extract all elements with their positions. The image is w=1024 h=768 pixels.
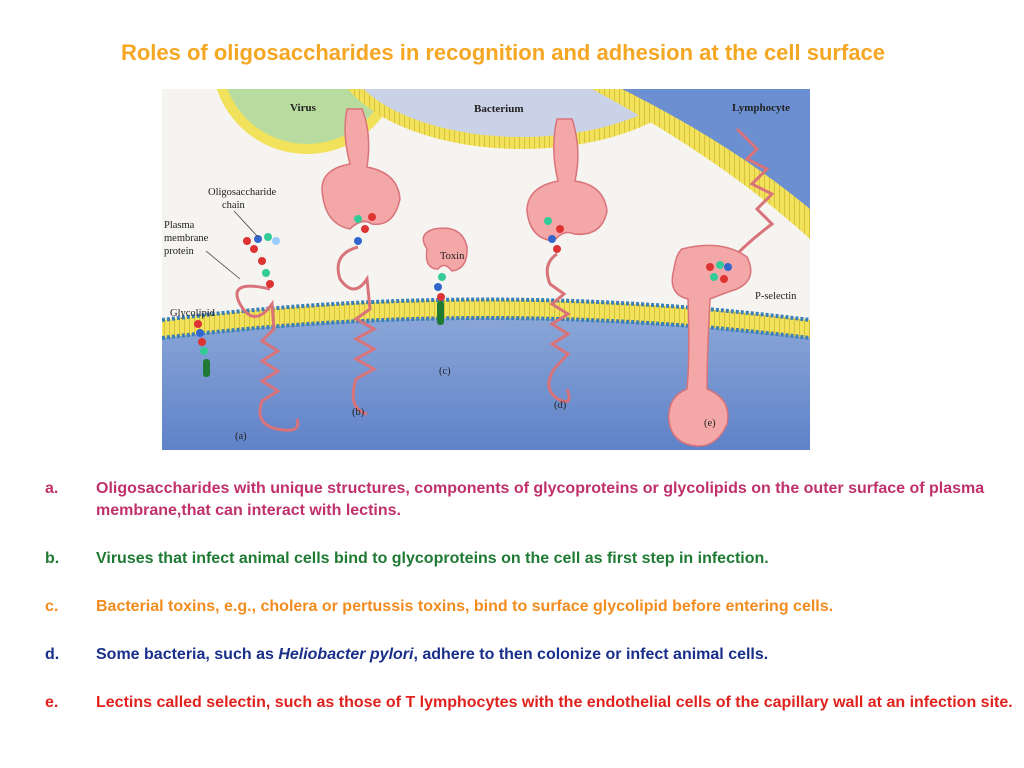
cell-surface-illustration: Virus Bacterium Lymphocyte Oligosacchari… [162,89,810,450]
host-cell [162,297,810,450]
label-panel-d: (d) [554,400,567,411]
label-plasma-membrane-protein-line3: protein [164,246,194,257]
membrane-protein-a [235,233,300,432]
label-panel-a: (a) [235,431,247,442]
leader-membrane-protein [205,250,241,280]
p-selectin-e [668,127,775,447]
list-item-b-text: Viruses that infect animal cells bind to… [96,550,769,567]
list-item-e-text: Lectins called selectin, such as those o… [96,694,1013,711]
label-plasma-membrane-protein-line1: Plasma [164,220,195,231]
leader-oligosaccharide [233,210,259,238]
glycolipid [194,320,210,377]
list-item-c: c. Bacterial toxins, e.g., cholera or pe… [0,596,1024,618]
list-item-d-letter: d. [45,646,60,663]
explanation-list: a. Oligosaccharides with unique structur… [0,478,1024,740]
virus-receptor-b [321,108,401,416]
list-item-a-letter: a. [45,480,59,497]
list-item-c-text: Bacterial toxins, e.g., cholera or pertu… [96,598,834,615]
list-item-e-letter: e. [45,694,59,711]
label-panel-e: (e) [704,418,716,429]
bacterium-cell [347,89,697,149]
label-bacterium: Bacterium [474,103,523,115]
label-panel-b: (b) [352,407,365,418]
list-item-d-species-name: Heliobacter pylori [278,646,414,663]
toxin-c [422,227,468,325]
list-item-d-text: Some bacteria, such as Heliobacter pylor… [96,644,1016,666]
list-item-d-text-after: , adhere to then colonize or infect anim… [413,646,769,663]
list-item-d-text-before: Some bacteria, such as [96,646,279,663]
label-glycolipid: Glycolipid [170,308,216,319]
label-toxin: Toxin [440,251,465,262]
lymphocyte-cell [592,89,810,239]
list-item-c-letter: c. [45,598,59,615]
label-oligosaccharide-chain-line1: Oligosaccharide [208,187,277,198]
list-item-a-text: Oligosaccharides with unique structures,… [96,480,985,519]
bacterial-adhesin-d [526,118,608,403]
list-item-b: b. Viruses that infect animal cells bind… [0,548,1024,570]
cell-surface-figure: Virus Bacterium Lymphocyte Oligosacchari… [162,89,810,450]
list-item-b-letter: b. [45,550,60,567]
label-oligosaccharide-chain-line2: chain [222,200,245,211]
list-item-a: a. Oligosaccharides with unique structur… [0,478,1024,522]
label-lymphocyte: Lymphocyte [732,102,790,114]
slide-title: Roles of oligosaccharides in recognition… [120,40,886,65]
label-virus: Virus [290,102,317,114]
label-plasma-membrane-protein-line2: membrane [164,233,209,244]
list-item-e: e. Lectins called selectin, such as thos… [0,692,1024,714]
label-panel-c: (c) [439,366,451,377]
list-item-d: d. Some bacteria, such as Heliobacter py… [0,644,1024,666]
label-p-selectin: P-selectin [755,291,797,302]
